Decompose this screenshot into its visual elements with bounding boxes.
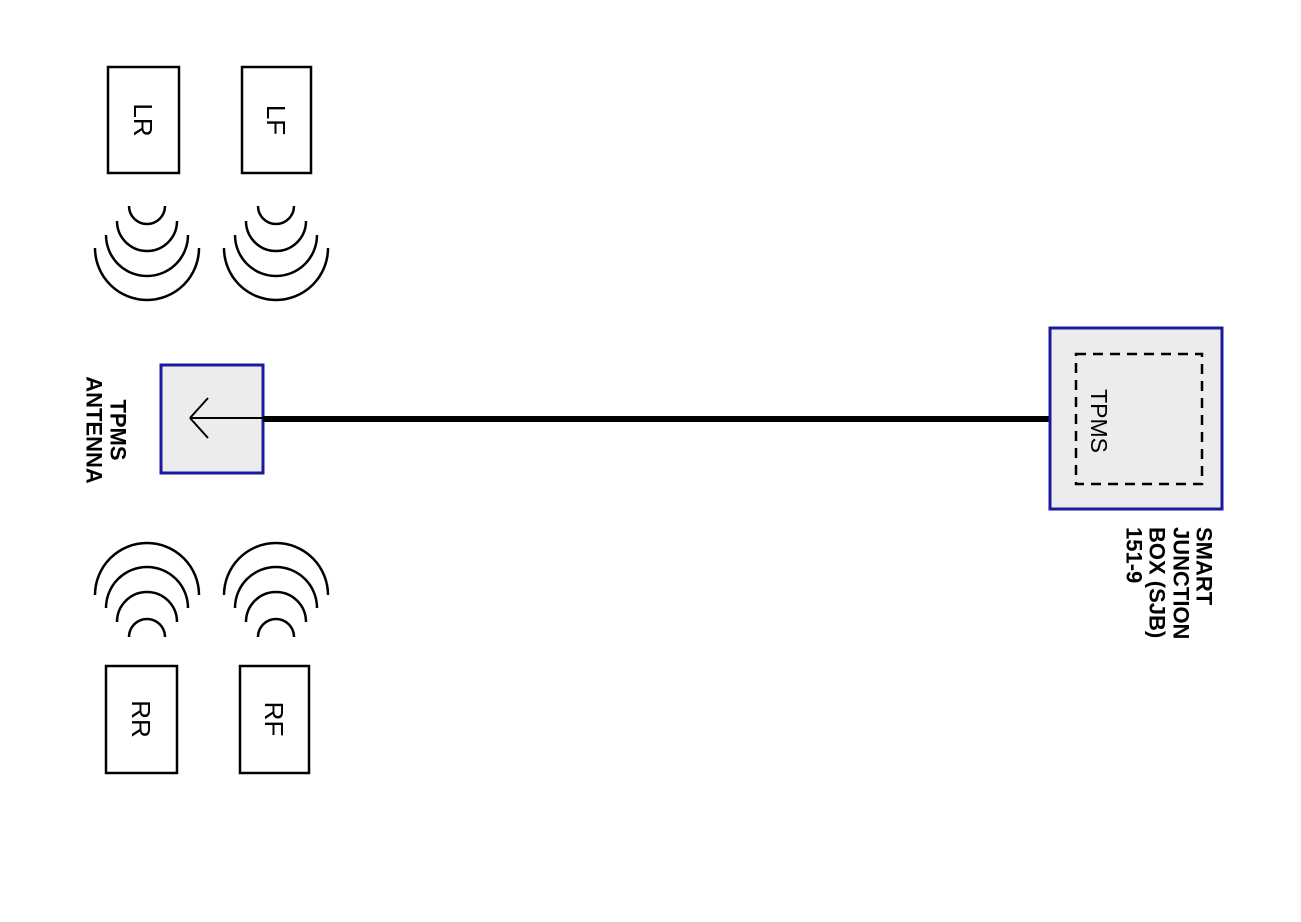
signal-waves-lr-icon [93,205,201,302]
sjb-label-line3: BOX (SJB) [1145,527,1170,638]
sensor-lf-box [240,65,313,175]
sensor-lf-label: LF [261,105,291,135]
sensor-lr-box [106,65,181,175]
sensor-rf-box [238,664,311,775]
signal-waves-rf-icon [222,541,330,638]
sjb-tpms-module [1074,352,1204,486]
sjb-label-line4: 151-9 [1122,527,1147,583]
sensor-rf-label: RF [259,702,289,737]
sensor-lr: LR [106,65,181,175]
sjb-label-line2: JUNCTION [1169,527,1194,639]
signal-waves-rr-icon [93,541,201,638]
tpms-antenna: TPMS ANTENNA [82,363,265,484]
sensor-rr-box [104,664,179,775]
sensor-lf: LF [240,65,313,175]
sjb-inner-label: TPMS [1086,389,1112,453]
sensor-rr-label: RR [126,700,156,738]
sjb-label-line1: SMART [1192,527,1217,606]
sensor-rf: RF [238,664,311,775]
signal-waves-lf-icon [222,205,330,302]
smart-junction-box: TPMS SMART JUNCTION BOX (SJB) 151-9 [1048,326,1224,639]
sjb-box [1048,326,1224,511]
antenna-label-line2: ANTENNA [82,376,107,484]
antenna-symbol-icon [189,397,263,439]
sensor-rr: RR [104,664,179,775]
antenna-label-line1: TPMS [106,399,131,460]
sensor-lr-label: LR [128,103,158,136]
